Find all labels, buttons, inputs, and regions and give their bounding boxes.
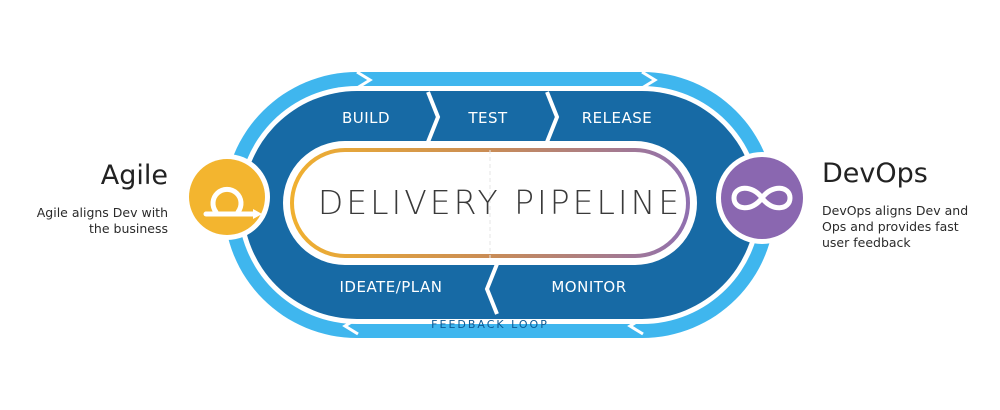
stage-monitor: MONITOR	[551, 278, 626, 296]
agile-title: Agile	[100, 160, 168, 191]
infinity-icon	[731, 185, 793, 211]
agile-text-block: Agile Agile aligns Dev with the business	[30, 160, 168, 237]
agile-badge	[184, 154, 270, 240]
stage-test: TEST	[467, 109, 508, 127]
stage-build: BUILD	[342, 109, 390, 127]
feedback-loop-label: FEEDBACK LOOP	[431, 318, 549, 331]
devops-title: DevOps	[822, 158, 928, 189]
stage-release: RELEASE	[582, 109, 653, 127]
devops-badge	[716, 152, 808, 244]
devops-text-block: DevOps DevOps aligns Dev and Ops and pro…	[822, 158, 972, 251]
devops-description: DevOps aligns Dev and Ops and provides f…	[822, 203, 969, 250]
agile-description: Agile aligns Dev with the business	[36, 205, 168, 236]
agile-loop-icon	[203, 186, 262, 219]
pipeline-title: DELIVERY PIPELINE	[318, 183, 682, 222]
stage-ideate-plan: IDEATE/PLAN	[340, 278, 443, 296]
stage-separators	[426, 91, 560, 315]
